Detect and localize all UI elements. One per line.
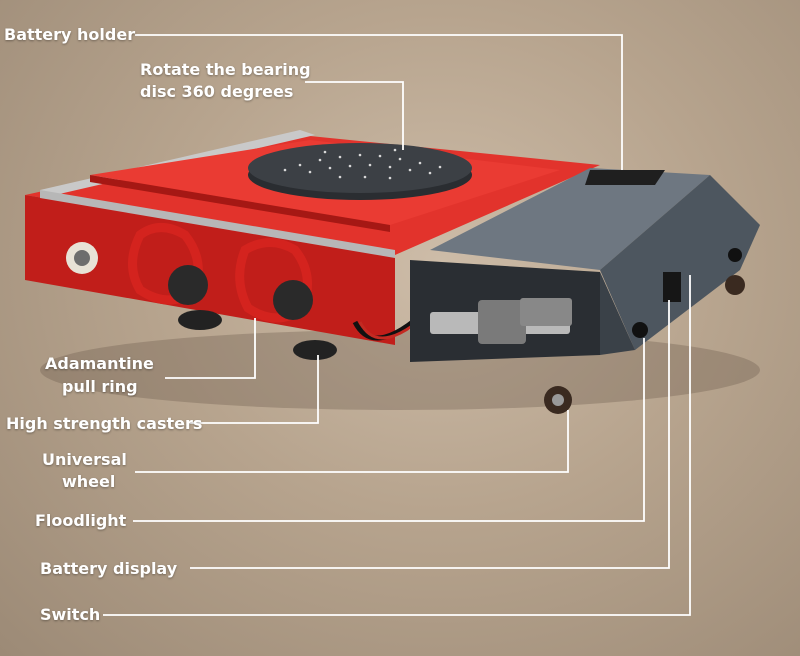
universal-wheel-label-line2: wheel [62,472,116,491]
rotate-disc-label-line1: Rotate the bearing [140,60,311,79]
battery-box-top [430,168,710,270]
casters-label: High strength casters [6,414,203,433]
battery-display-label: Battery display [40,559,178,578]
universal-wheel-label-line1: Universal [42,450,127,469]
pull-ring-label-line2: pull ring [62,377,138,396]
switch-label: Switch [40,605,101,624]
pull-ring-label-line1: Adamantine [45,354,154,373]
callout-lines [103,34,691,616]
battery-holder-label: Battery holder [4,25,136,44]
floodlight-label: Floodlight [35,511,127,530]
rotate-disc-label-line2: disc 360 degrees [140,82,294,101]
